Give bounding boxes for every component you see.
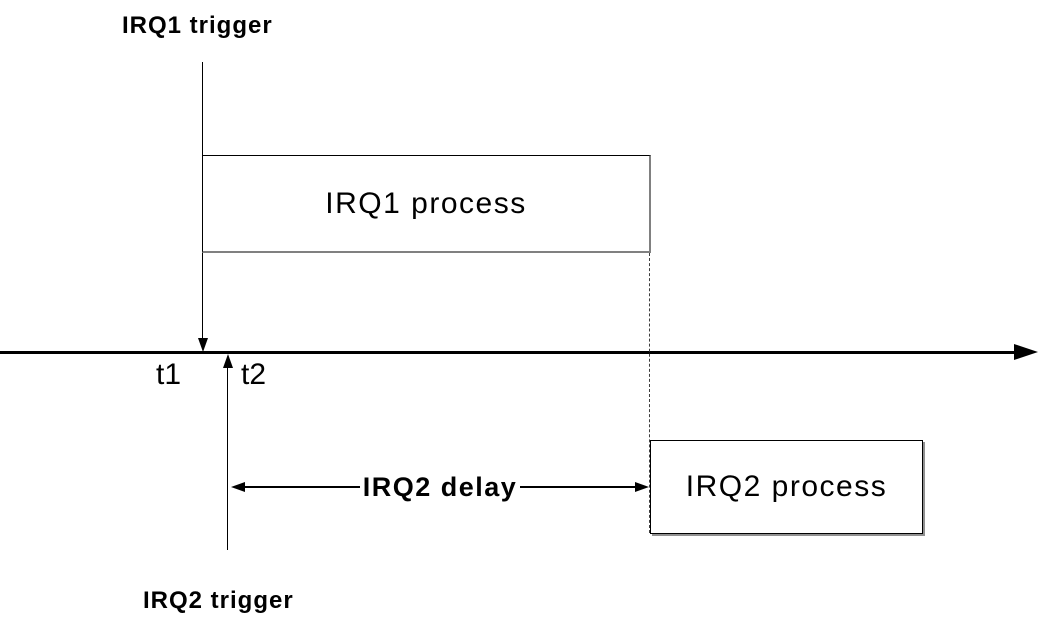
irq1-process-label: IRQ1 process	[325, 186, 527, 220]
irq2-process-box: IRQ2 process	[650, 440, 923, 534]
irq1-trigger-arrowhead-icon	[198, 338, 208, 352]
t2-label: t2	[241, 358, 267, 391]
timeline-arrowhead-icon	[1014, 344, 1038, 360]
delay-line-right	[520, 486, 635, 488]
irq2-delay-arrow: IRQ2 delay	[231, 471, 649, 503]
delay-left-arrowhead-icon	[231, 482, 245, 492]
irq2-process-label: IRQ2 process	[685, 470, 888, 503]
irq2-delay-label: IRQ2 delay	[359, 471, 521, 503]
t1-label: t1	[156, 358, 182, 391]
irq2-trigger-arrowhead-icon	[223, 354, 233, 368]
irq1-trigger-label: IRQ1 trigger	[122, 12, 273, 39]
delay-line-left	[245, 486, 360, 488]
irq1-end-dashed-line	[649, 253, 650, 533]
delay-right-arrowhead-icon	[635, 482, 649, 492]
timeline-axis	[0, 351, 1015, 354]
irq2-trigger-line	[227, 366, 228, 550]
irq2-trigger-label: IRQ2 trigger	[143, 587, 294, 614]
irq1-process-box: IRQ1 process	[202, 155, 651, 253]
